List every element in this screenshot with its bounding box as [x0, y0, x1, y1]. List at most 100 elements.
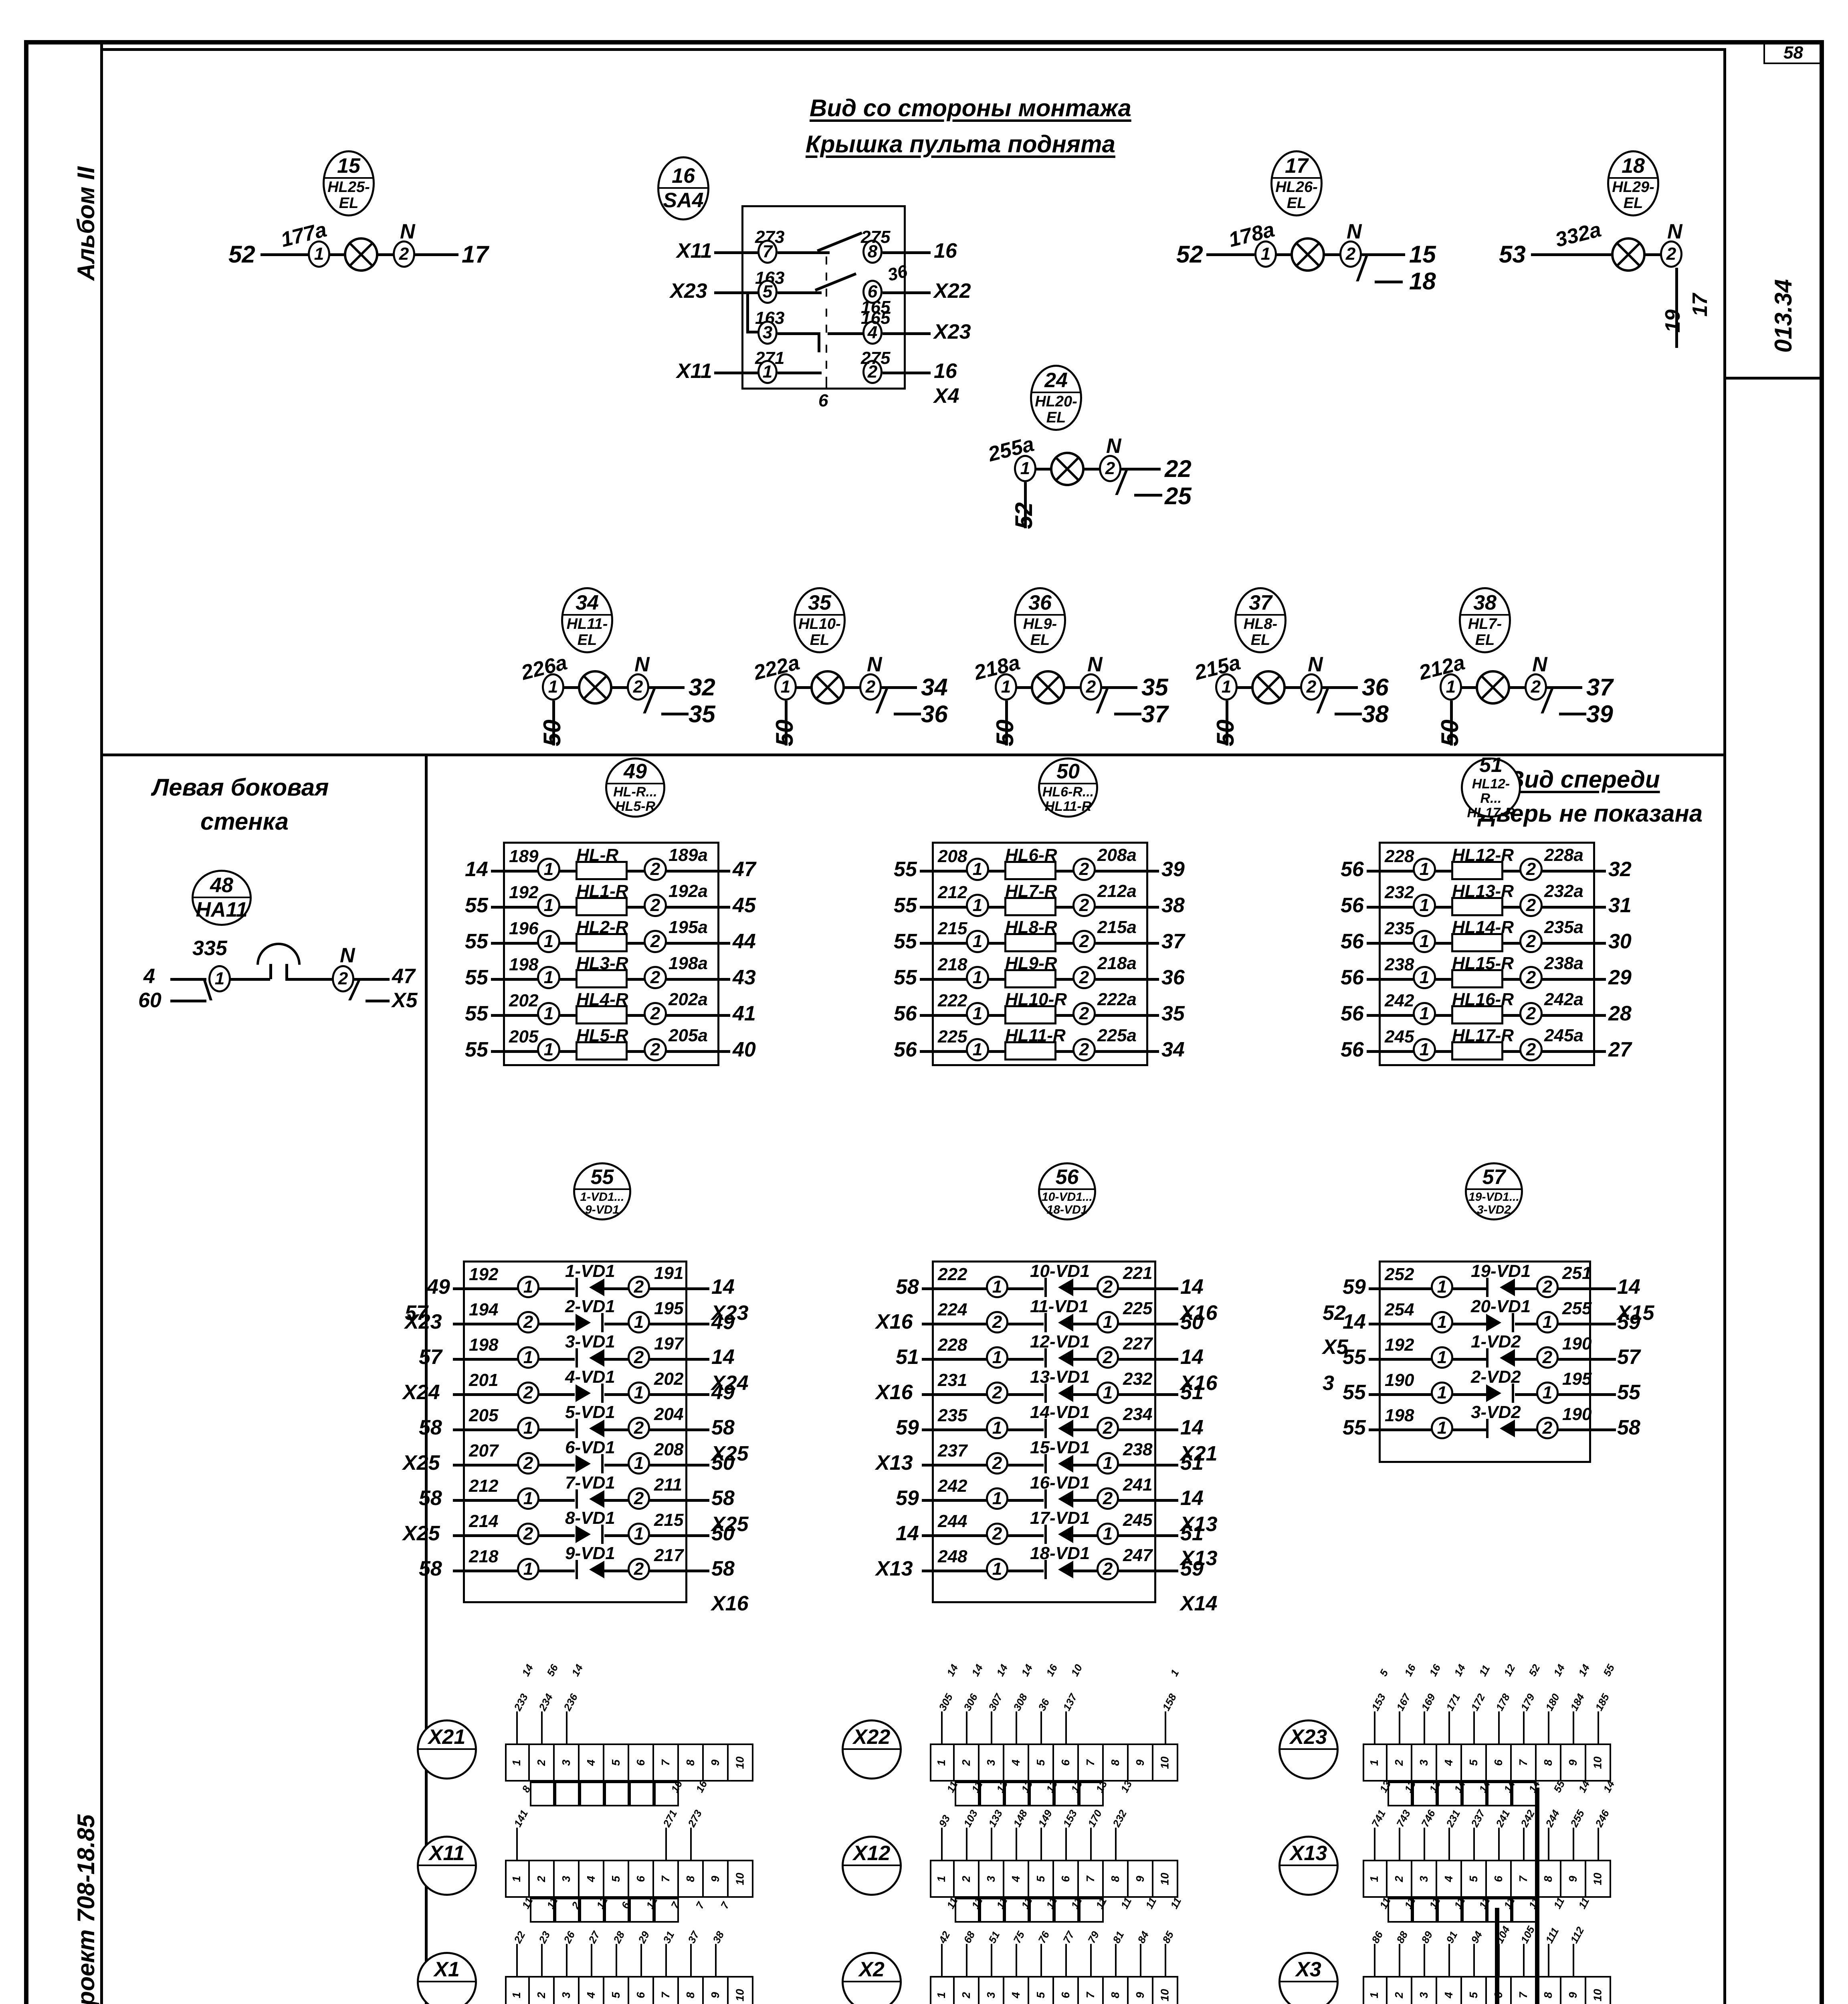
- terminal-cell-X1-3[interactable]: 3: [555, 1976, 580, 2004]
- terminal-strip-X23[interactable]: [1363, 1743, 1611, 1782]
- terminal-cell-X12-10[interactable]: 10: [1153, 1860, 1178, 1898]
- terminal-cell-X23-1[interactable]: 1: [1363, 1743, 1388, 1782]
- balloon-X22[interactable]: X22: [842, 1719, 902, 1780]
- terminal-cell-X21-1[interactable]: 1: [505, 1743, 530, 1782]
- terminal-cell-X22-2[interactable]: 2: [955, 1743, 980, 1782]
- balloon-X1[interactable]: X1: [417, 1952, 477, 2004]
- terminal-cell-X12-1[interactable]: 1: [930, 1860, 955, 1898]
- terminal-cell-X22-9[interactable]: 9: [1129, 1743, 1153, 1782]
- terminal-cell-X13-9[interactable]: 9: [1561, 1860, 1586, 1898]
- terminal-cell-X21-5[interactable]: 5: [604, 1743, 629, 1782]
- terminal-cell-X11-5[interactable]: 5: [604, 1860, 629, 1898]
- terminal-cell-X1-2[interactable]: 2: [530, 1976, 555, 2004]
- terminal-cell-X2-8[interactable]: 8: [1104, 1976, 1129, 2004]
- balloon-50[interactable]: 50 HL6-R... HL11-R: [1038, 758, 1098, 818]
- terminal-cell-X12-3[interactable]: 3: [980, 1860, 1004, 1898]
- terminal-cell-X22-8[interactable]: 8: [1104, 1743, 1129, 1782]
- terminal-cell-X3-3[interactable]: 3: [1412, 1976, 1437, 2004]
- terminal-cell-X11-3[interactable]: 3: [555, 1860, 580, 1898]
- balloon-X3[interactable]: X3: [1278, 1952, 1339, 2004]
- terminal-strip-X21[interactable]: [505, 1743, 753, 1782]
- terminal-cell-X3-9[interactable]: 9: [1561, 1976, 1586, 2004]
- terminal-strip-X3[interactable]: [1363, 1976, 1611, 2004]
- terminal-cell-X3-2[interactable]: 2: [1388, 1976, 1412, 2004]
- balloon-48[interactable]: 48 HA11: [192, 870, 252, 926]
- balloon-36[interactable]: 36 HL9-EL: [1014, 587, 1066, 653]
- terminal-cell-X23-10[interactable]: 10: [1586, 1743, 1611, 1782]
- terminal-cell-X22-1[interactable]: 1: [930, 1743, 955, 1782]
- terminal-cell-X3-7[interactable]: 7: [1512, 1976, 1537, 2004]
- terminal-cell-X13-5[interactable]: 5: [1462, 1860, 1487, 1898]
- terminal-cell-X3-8[interactable]: 8: [1537, 1976, 1561, 2004]
- terminal-cell-X2-4[interactable]: 4: [1004, 1976, 1029, 2004]
- terminal-cell-X13-1[interactable]: 1: [1363, 1860, 1388, 1898]
- terminal-cell-X22-7[interactable]: 7: [1079, 1743, 1104, 1782]
- terminal-cell-X1-1[interactable]: 1: [505, 1976, 530, 2004]
- balloon-49[interactable]: 49 HL-R... HL5-R: [605, 758, 665, 818]
- terminal-cell-X2-1[interactable]: 1: [930, 1976, 955, 2004]
- balloon-X2[interactable]: X2: [842, 1952, 902, 2004]
- terminal-cell-X1-10[interactable]: 10: [729, 1976, 753, 2004]
- terminal-cell-X2-3[interactable]: 3: [980, 1976, 1004, 2004]
- terminal-cell-X1-9[interactable]: 9: [704, 1976, 729, 2004]
- terminal-cell-X3-1[interactable]: 1: [1363, 1976, 1388, 2004]
- balloon-56[interactable]: 56 10-VD1... 18-VD1: [1038, 1162, 1096, 1220]
- terminal-cell-X11-8[interactable]: 8: [679, 1860, 704, 1898]
- terminal-cell-X21-3[interactable]: 3: [555, 1743, 580, 1782]
- terminal-strip-X11[interactable]: [505, 1860, 753, 1898]
- terminal-cell-X2-2[interactable]: 2: [955, 1976, 980, 2004]
- terminal-cell-X11-10[interactable]: 10: [729, 1860, 753, 1898]
- terminal-strip-X1[interactable]: [505, 1976, 753, 2004]
- terminal-cell-X12-5[interactable]: 5: [1029, 1860, 1054, 1898]
- balloon-51[interactable]: 51 HL12-R... HL17-R: [1461, 755, 1521, 820]
- terminal-cell-X21-10[interactable]: 10: [729, 1743, 753, 1782]
- terminal-cell-X23-3[interactable]: 3: [1412, 1743, 1437, 1782]
- terminal-cell-X21-7[interactable]: 7: [654, 1743, 679, 1782]
- terminal-cell-X12-7[interactable]: 7: [1079, 1860, 1104, 1898]
- terminal-cell-X11-1[interactable]: 1: [505, 1860, 530, 1898]
- balloon-16[interactable]: 16 SA4: [657, 156, 709, 220]
- balloon-X21[interactable]: X21: [417, 1719, 477, 1780]
- balloon-24[interactable]: 24 HL20-EL: [1030, 365, 1082, 431]
- terminal-cell-X3-4[interactable]: 4: [1437, 1976, 1462, 2004]
- terminal-cell-X2-10[interactable]: 10: [1153, 1976, 1178, 2004]
- terminal-cell-X21-9[interactable]: 9: [704, 1743, 729, 1782]
- balloon-35[interactable]: 35 HL10-EL: [794, 587, 846, 653]
- terminal-cell-X21-4[interactable]: 4: [580, 1743, 604, 1782]
- balloon-57[interactable]: 57 19-VD1... 3-VD2: [1465, 1162, 1523, 1220]
- terminal-cell-X22-3[interactable]: 3: [980, 1743, 1004, 1782]
- terminal-cell-X3-6[interactable]: 6: [1487, 1976, 1512, 2004]
- terminal-cell-X1-5[interactable]: 5: [604, 1976, 629, 2004]
- balloon-34[interactable]: 34 HL11-EL: [561, 587, 613, 653]
- terminal-cell-X12-9[interactable]: 9: [1129, 1860, 1153, 1898]
- terminal-cell-X23-6[interactable]: 6: [1487, 1743, 1512, 1782]
- balloon-X12[interactable]: X12: [842, 1836, 902, 1896]
- terminal-cell-X13-7[interactable]: 7: [1512, 1860, 1537, 1898]
- terminal-cell-X13-4[interactable]: 4: [1437, 1860, 1462, 1898]
- balloon-37[interactable]: 37 HL8-EL: [1234, 587, 1287, 653]
- balloon-17[interactable]: 17 HL26-EL: [1270, 150, 1323, 216]
- terminal-cell-X11-9[interactable]: 9: [704, 1860, 729, 1898]
- terminal-cell-X13-3[interactable]: 3: [1412, 1860, 1437, 1898]
- balloon-X11[interactable]: X11: [417, 1836, 477, 1896]
- terminal-cell-X21-6[interactable]: 6: [629, 1743, 654, 1782]
- terminal-cell-X23-8[interactable]: 8: [1537, 1743, 1561, 1782]
- balloon-15[interactable]: 15 HL25-EL: [323, 150, 375, 216]
- terminal-cell-X22-4[interactable]: 4: [1004, 1743, 1029, 1782]
- balloon-18[interactable]: 18 HL29-EL: [1607, 150, 1659, 216]
- terminal-cell-X13-10[interactable]: 10: [1586, 1860, 1611, 1898]
- terminal-cell-X22-5[interactable]: 5: [1029, 1743, 1054, 1782]
- terminal-cell-X12-2[interactable]: 2: [955, 1860, 980, 1898]
- terminal-cell-X13-6[interactable]: 6: [1487, 1860, 1512, 1898]
- terminal-cell-X23-9[interactable]: 9: [1561, 1743, 1586, 1782]
- terminal-cell-X3-5[interactable]: 5: [1462, 1976, 1487, 2004]
- terminal-cell-X22-6[interactable]: 6: [1054, 1743, 1079, 1782]
- terminal-cell-X1-8[interactable]: 8: [679, 1976, 704, 2004]
- terminal-cell-X2-9[interactable]: 9: [1129, 1976, 1153, 2004]
- terminal-cell-X23-5[interactable]: 5: [1462, 1743, 1487, 1782]
- terminal-cell-X11-4[interactable]: 4: [580, 1860, 604, 1898]
- balloon-38[interactable]: 38 HL7-EL: [1459, 587, 1511, 653]
- terminal-strip-X2[interactable]: [930, 1976, 1178, 2004]
- terminal-cell-X12-8[interactable]: 8: [1104, 1860, 1129, 1898]
- terminal-cell-X13-2[interactable]: 2: [1388, 1860, 1412, 1898]
